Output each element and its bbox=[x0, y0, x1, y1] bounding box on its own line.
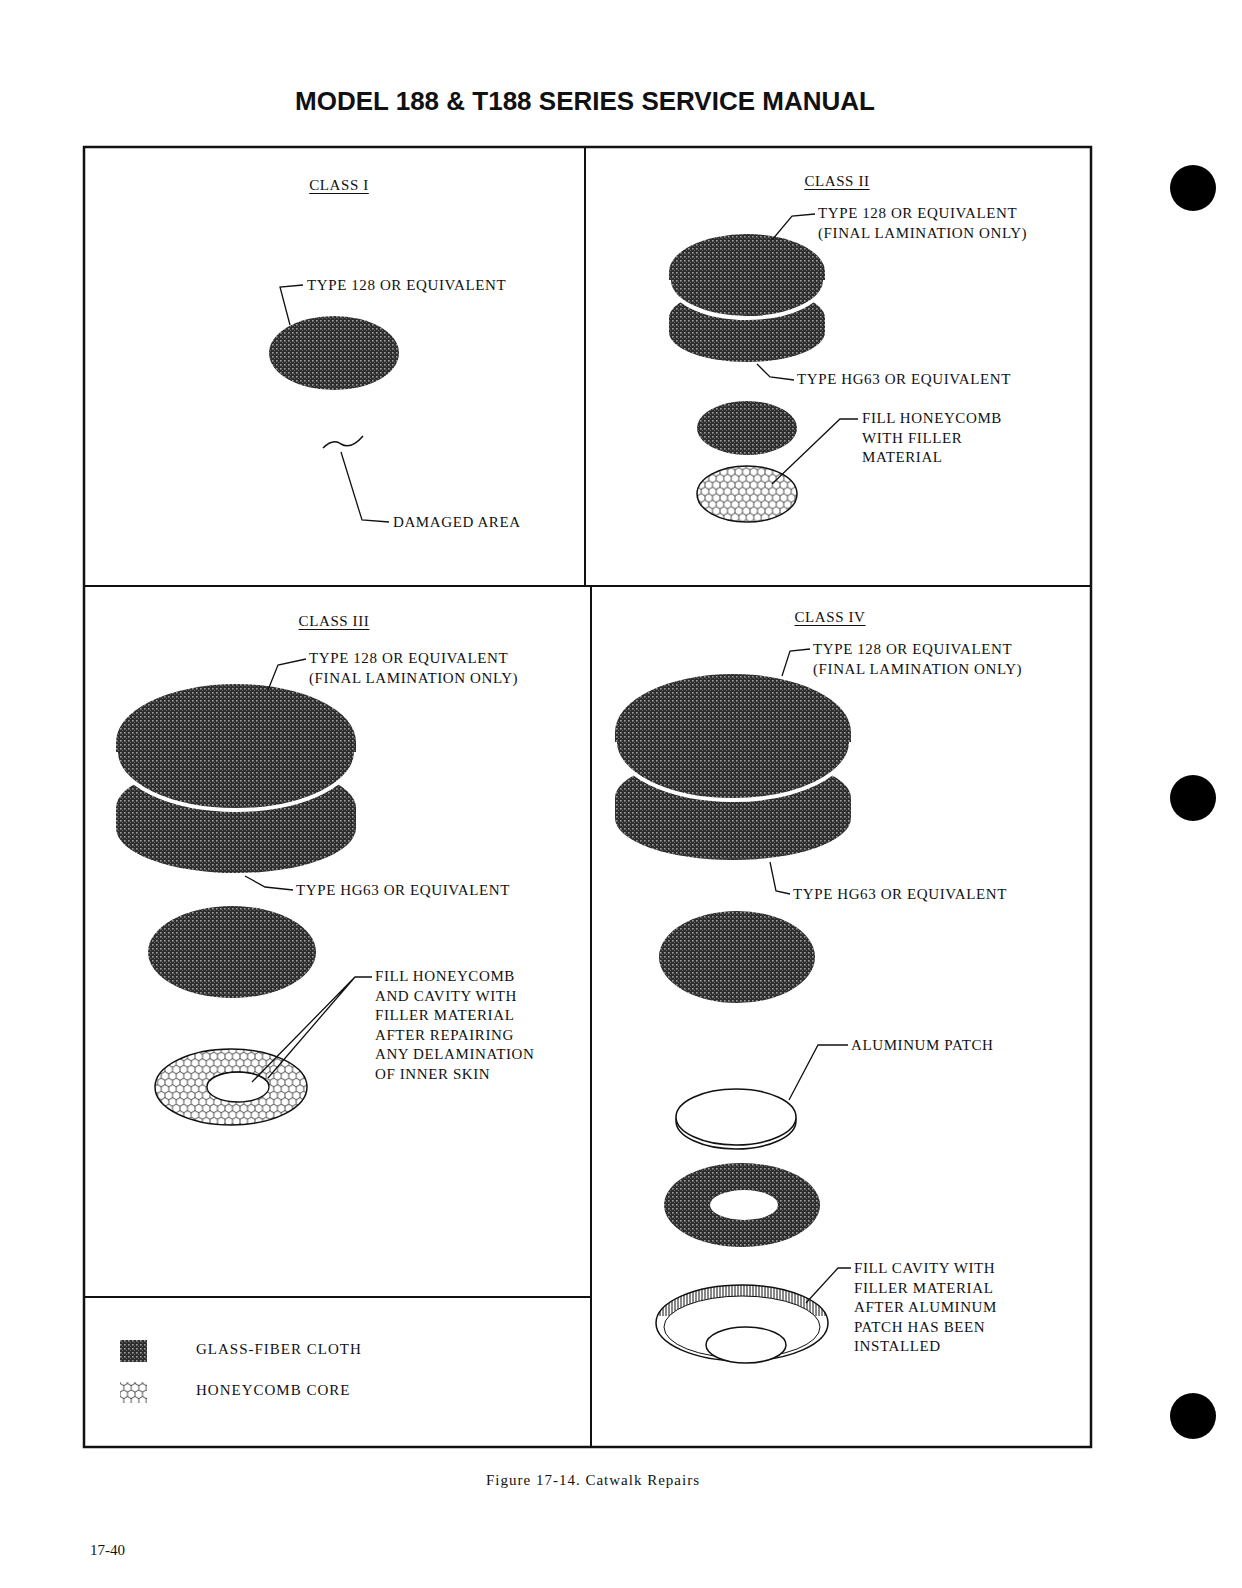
honeycomb-swatch bbox=[120, 1382, 147, 1403]
repair-class-panel: CLASS I TYPE 128 OR EQUIVALENT DAMAGED ARE… bbox=[84, 147, 585, 586]
callout-text: TYPE HG63 OR EQUIVALENT bbox=[797, 370, 1011, 390]
binder-holes bbox=[1170, 165, 1216, 1439]
callout-text: TYPE HG63 OR EQUIVALENT bbox=[793, 885, 1007, 905]
glass-cloth-swatch bbox=[120, 1340, 147, 1362]
callout-text: TYPE 128 OR EQUIVALENT (FINAL LAMINATION… bbox=[813, 640, 1025, 679]
repair-class-panel: CLASS IV TYPE 128 OR EQUIVALENT (FINAL LA… bbox=[591, 586, 1091, 1447]
panel-frame bbox=[84, 147, 1091, 1447]
callout-text: TYPE 128 OR EQUIVALENT (FINAL LAMINATION… bbox=[309, 649, 521, 688]
legend-text: HONEYCOMB CORE bbox=[196, 1382, 350, 1399]
callout-text: ALUMINUM PATCH bbox=[851, 1036, 993, 1056]
class-heading: CLASS II bbox=[804, 172, 869, 192]
callout-text: TYPE 128 OR EQUIVALENT (FINAL LAMINATION… bbox=[818, 204, 1030, 243]
callout-text: FILL CAVITY WITH FILLER MATERIAL AFTER A… bbox=[854, 1259, 999, 1357]
repair-class-panel: CLASS II TYPE 128 OR EQUIVALENT (FINAL LA… bbox=[585, 147, 1091, 586]
callout-text: TYPE HG63 OR EQUIVALENT bbox=[296, 881, 510, 901]
class-2-illustration bbox=[669, 214, 858, 522]
callout-text: DAMAGED AREA bbox=[393, 513, 521, 533]
figure-caption: Figure 17-14. Catwalk Repairs bbox=[486, 1472, 700, 1489]
callout-text: FILL HONEYCOMB WITH FILLER MATERIAL bbox=[862, 409, 1004, 468]
page-number: 17-40 bbox=[90, 1542, 125, 1559]
repair-class-panel: CLASS III TYPE 128 OR EQUIVALENT (FINAL L… bbox=[84, 586, 591, 1297]
class-heading: CLASS III bbox=[299, 612, 370, 632]
class-heading: CLASS IV bbox=[794, 608, 865, 628]
legend-text: GLASS-FIBER CLOTH bbox=[196, 1341, 362, 1358]
class-1-illustration bbox=[269, 285, 399, 522]
class-heading: CLASS I bbox=[309, 176, 369, 196]
page-title: MODEL 188 & T188 SERIES SERVICE MANUAL bbox=[295, 86, 875, 117]
class-4-illustration bbox=[615, 649, 851, 1363]
callout-text: FILL HONEYCOMB AND CAVITY WITH FILLER MA… bbox=[375, 967, 537, 1084]
callout-text: TYPE 128 OR EQUIVALENT bbox=[307, 276, 506, 296]
